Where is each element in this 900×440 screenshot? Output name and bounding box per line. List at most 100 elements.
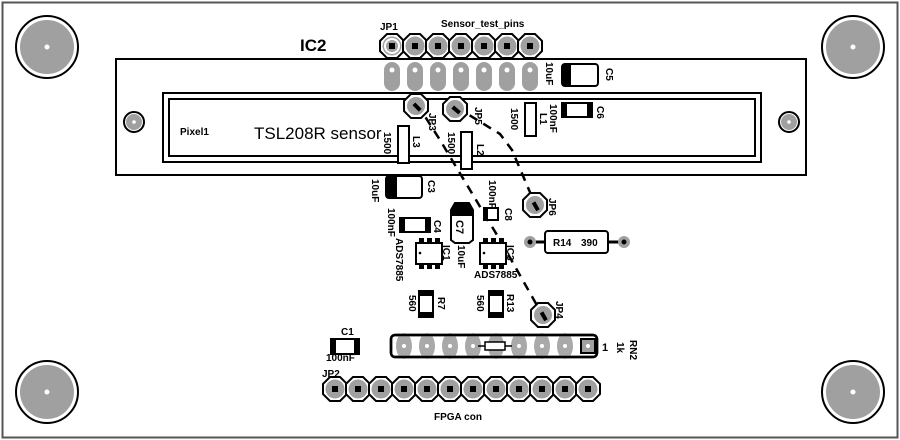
c3-name: C3: [425, 180, 436, 193]
r7-value: 560: [406, 295, 417, 312]
ic1-value: ADS7885: [393, 238, 404, 282]
jp2-pin[interactable]: [552, 376, 578, 402]
rn2-pin[interactable]: [419, 333, 435, 359]
jp1-pin[interactable]: [448, 33, 474, 59]
r13-value: 560: [474, 295, 485, 312]
c8-value: 100nF: [486, 180, 497, 209]
ic3-chip: [479, 238, 507, 269]
c4-value: 100nF: [385, 208, 396, 237]
jp5-label: JP5: [472, 107, 483, 125]
rn2-pin[interactable]: [511, 333, 527, 359]
jp3-test-point[interactable]: [403, 93, 429, 119]
l2-inductor: [460, 131, 473, 170]
c6-name: C6: [594, 106, 605, 119]
jp2-pin[interactable]: [345, 376, 371, 402]
c5-name: C5: [603, 68, 614, 81]
r7-name: R7: [435, 297, 446, 310]
c7-capacitor: [450, 202, 474, 244]
r13-name: R13: [504, 294, 515, 313]
mounting-hole-top-left: [15, 15, 79, 79]
pin-hole: [389, 43, 395, 49]
pin-hole: [424, 386, 430, 392]
jp2-pin[interactable]: [437, 376, 463, 402]
r14-value: 390: [581, 238, 598, 249]
ic1-chip: [415, 238, 443, 269]
jp2-label: JP2: [322, 369, 340, 380]
ic2-mount-hole-right: [778, 111, 800, 133]
mounting-hole-bottom-right: [821, 360, 885, 424]
jp3-label: JP3: [426, 113, 437, 131]
jp2-pin[interactable]: [529, 376, 555, 402]
c8-capacitor: [483, 207, 499, 221]
jp2-pin[interactable]: [506, 376, 532, 402]
c3-capacitor: [385, 175, 423, 199]
pin-hole: [504, 43, 510, 49]
jp1-pin[interactable]: [494, 33, 520, 59]
pin-hole: [527, 43, 533, 49]
rn2-pin[interactable]: [465, 333, 481, 359]
c7-value: 10uF: [455, 245, 466, 268]
jp1-pin[interactable]: [402, 33, 428, 59]
mounting-hole-top-right: [821, 15, 885, 79]
pin-hole: [355, 386, 361, 392]
jp4-test-point[interactable]: [530, 302, 556, 328]
rn2-pin[interactable]: [580, 338, 596, 354]
jp1-pin[interactable]: [517, 33, 543, 59]
pin-hole: [378, 386, 384, 392]
r14-name: R14: [553, 238, 572, 249]
pixel1-label: Pixel1: [180, 127, 209, 138]
rn2-pin[interactable]: [534, 333, 550, 359]
rn2-name: RN2: [627, 340, 638, 360]
jp2-pin[interactable]: [391, 376, 417, 402]
l1-name: L1: [537, 113, 548, 125]
c8-name: C8: [502, 208, 513, 221]
jp6-label: JP6: [546, 198, 557, 216]
pin-hole: [493, 386, 499, 392]
rn2-pin[interactable]: [442, 333, 458, 359]
r14-resistor: [524, 230, 630, 254]
jp1-pin[interactable]: [425, 33, 451, 59]
jp1-pin[interactable]: [471, 33, 497, 59]
ic3-name: IC3: [504, 245, 515, 261]
ic1-name: IC1: [440, 245, 451, 261]
mounting-hole-bottom-left: [15, 360, 79, 424]
c4-capacitor: [399, 217, 431, 233]
jp2-pin[interactable]: [575, 376, 601, 402]
ic2-pad: [476, 62, 492, 91]
jp6-test-point[interactable]: [522, 192, 548, 218]
jp2-pin[interactable]: [414, 376, 440, 402]
c3-value: 10uF: [369, 179, 380, 202]
pin-hole: [435, 43, 441, 49]
jp5-test-point[interactable]: [442, 96, 468, 122]
jp2-pin[interactable]: [322, 376, 348, 402]
c4-name: C4: [431, 220, 442, 233]
jp2-pin[interactable]: [460, 376, 486, 402]
c7-name: C7: [453, 220, 465, 234]
jp4-label: JP4: [553, 301, 564, 319]
l3-name: L3: [410, 136, 421, 148]
r7-resistor: [418, 290, 434, 318]
c1-name: C1: [341, 327, 354, 338]
resistor-symbol: [478, 341, 512, 351]
l3-value: 1500: [381, 132, 392, 155]
ic2-pad: [453, 62, 469, 91]
pin-hole: [562, 386, 568, 392]
jp1-pin[interactable]: [379, 33, 405, 59]
jp2-pin[interactable]: [368, 376, 394, 402]
pin-hole: [412, 43, 418, 49]
rn2-pin1-marker: 1: [602, 342, 608, 354]
r13-resistor: [488, 290, 504, 318]
pin-hole: [516, 386, 522, 392]
trace-jp5-jp6: [455, 105, 537, 205]
pin-hole: [447, 386, 453, 392]
rn2-pin[interactable]: [557, 333, 573, 359]
l2-value: 1500: [445, 132, 456, 155]
c1-value: 100nF: [326, 353, 355, 364]
l1-inductor: [524, 102, 537, 137]
rn2-pin[interactable]: [396, 333, 412, 359]
jp1-header: [379, 33, 543, 59]
c6-value: 100nF: [547, 104, 558, 133]
ic2-pad: [384, 62, 400, 91]
jp2-pin[interactable]: [483, 376, 509, 402]
pin-hole: [401, 386, 407, 392]
